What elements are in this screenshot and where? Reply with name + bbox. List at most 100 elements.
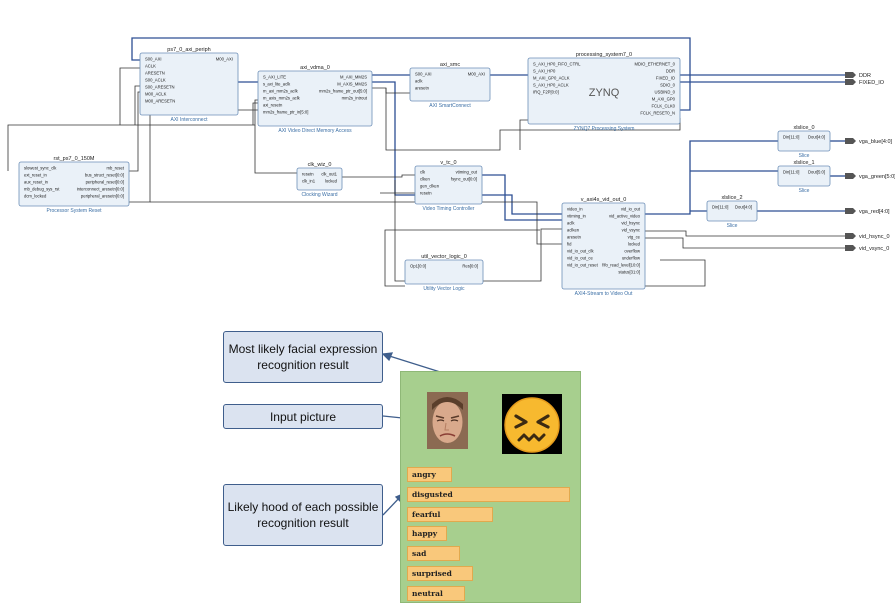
block-subtitle-util: Utility Vector Logic <box>423 286 465 292</box>
block-rst[interactable] <box>18 161 130 207</box>
port-rst-in: dcm_locked <box>24 194 47 199</box>
block-vdma[interactable] <box>257 70 373 127</box>
block-smc[interactable] <box>409 67 491 102</box>
port-ps7-in: S_AXI_HP0 <box>533 69 556 74</box>
block-subtitle-vout: AXI4-Stream to Video Out <box>575 291 633 297</box>
block-interconnect[interactable] <box>139 52 239 116</box>
port-vdma-out: mm2s_frame_ptr_out[5:0] <box>319 89 367 94</box>
port-arrow-vga-red <box>845 208 856 214</box>
port-smc-in: aclk <box>415 79 423 84</box>
port-vdma-out: M_AXIS_MM2S <box>337 82 367 87</box>
port-vtc-in: clken <box>420 177 430 182</box>
port-smc-in: aresetn <box>415 86 430 91</box>
port-vdma-in: mm2s_frame_ptr_in[5:0] <box>263 110 308 115</box>
port-interconnect-in: M00_ACLK <box>145 92 167 97</box>
port-rst-out: peripheral_reset[0:0] <box>86 180 124 185</box>
port-ps7-in: S_AXI_HP0_FIFO_CTRL <box>533 62 581 67</box>
port-slice2-in: Din[11:0] <box>712 205 728 210</box>
port-arrow-vga-blue <box>845 138 856 144</box>
block-slice1[interactable] <box>777 165 831 187</box>
block-vout[interactable] <box>561 202 646 290</box>
port-interconnect-in: S00_ACLK <box>145 78 166 83</box>
likelihood-bar-happy: happy <box>407 526 447 542</box>
port-vout-in: aclk <box>567 221 575 226</box>
port-vdma-in: m_axis_mm2s_aclk <box>263 96 301 101</box>
block-subtitle-smc: AXI SmartConnect <box>429 103 471 109</box>
block-title-util: util_vector_logic_0 <box>421 254 467 260</box>
port-vout-out: vid_hsync <box>621 221 640 226</box>
port-slice1-in: Din[11:0] <box>783 170 799 175</box>
likelihood-bar-disgusted: disgusted <box>407 486 570 502</box>
port-rst-in: ext_reset_in <box>24 173 47 178</box>
block-subtitle-rst: Processor System Reset <box>46 208 102 214</box>
port-vtc-in: gen_clken <box>420 184 440 189</box>
port-vout-in: video_in <box>567 207 583 212</box>
port-ps7-out: DDR <box>666 69 675 74</box>
port-arrow-vid-hsync <box>845 233 856 239</box>
port-arrow-vga-green <box>845 173 856 179</box>
port-ps7-in: IRQ_F2P[0:0] <box>533 90 559 95</box>
external-port-label: vga_green[5:0] <box>859 174 895 180</box>
port-util-in: Op1[0:0] <box>410 264 426 269</box>
block-title-smc: axi_smc <box>440 62 460 68</box>
port-clk-out: clk_out1 <box>321 172 337 177</box>
port-vout-out: vtg_ce <box>628 235 641 240</box>
block-title-ps7: processing_system7_0 <box>576 52 632 58</box>
port-vout-in: fid <box>567 242 572 247</box>
port-vdma-in: axi_resetn <box>263 103 283 108</box>
port-vout-out: vid_io_out <box>621 207 641 212</box>
port-arrow-fixed-io <box>845 79 856 85</box>
block-title-vout: v_axi4s_vid_out_0 <box>581 197 627 203</box>
callout-most-likely: Most likely facial expression recognitio… <box>223 331 383 383</box>
block-title-clk: clk_wiz_0 <box>308 162 332 168</box>
port-vtc-in: resetn <box>420 191 432 196</box>
external-port-label: FIXED_IO <box>859 80 885 86</box>
external-port-label: DDR <box>859 73 871 79</box>
port-ps7-out: FCLK_RESET0_N <box>640 111 675 116</box>
port-ps7-out: M_AXI_GP0 <box>652 97 676 102</box>
block-subtitle-vdma: AXI Video Direct Memory Access <box>278 128 352 134</box>
block-slice2[interactable] <box>706 200 758 222</box>
external-port-label: vid_hsync_0 <box>859 234 890 240</box>
callout-input-picture-text: Input picture <box>269 409 337 424</box>
block-clk[interactable] <box>296 167 343 191</box>
block-title-slice1: xlslice_1 <box>793 160 814 166</box>
port-clk-in: clk_in1 <box>302 179 316 184</box>
port-vout-in: vid_io_out_reset <box>567 263 599 268</box>
port-vout-in: vtiming_in <box>567 214 587 219</box>
external-port-label: vga_blue[4:0] <box>859 139 892 145</box>
port-slice0-in: Din[11:0] <box>783 135 799 140</box>
callout-most-likely-text: Most likely facial expression recognitio… <box>228 342 378 372</box>
block-title-vdma: axi_vdma_0 <box>300 65 330 71</box>
port-vout-out: status[31:0] <box>618 270 640 275</box>
port-slice0-out: Dout[4:0] <box>808 135 825 140</box>
block-title-rst: rst_ps7_0_150M <box>54 156 95 162</box>
port-ps7-out: FCLK_CLK0 <box>651 104 675 109</box>
likelihood-bar-surprised: surprised <box>407 566 473 581</box>
block-subtitle-slice2: Slice <box>727 223 738 229</box>
port-vdma-in: m_axi_mm2s_aclk <box>263 89 299 94</box>
block-util[interactable] <box>404 259 484 285</box>
block-subtitle-clk: Clocking Wizard <box>301 192 337 198</box>
port-ps7-out: MDIO_ETHERNET_0 <box>635 62 676 67</box>
likelihood-bar-angry: angry <box>407 467 452 482</box>
port-vout-out: vid_active_video <box>609 214 641 219</box>
likelihood-bar-fearful: fearful <box>407 506 493 522</box>
block-subtitle-slice0: Slice <box>799 153 810 159</box>
callout-likelihood: Likely hood of each possible recognition… <box>223 484 383 546</box>
port-vtc-out: vtiming_out <box>456 170 478 175</box>
port-clk-in: resetn <box>302 172 314 177</box>
port-vout-in: vid_io_out_clk <box>567 249 594 254</box>
port-slice2-out: Dout[4:0] <box>735 205 752 210</box>
block-slice0[interactable] <box>777 130 831 152</box>
port-vdma-in: S_AXI_LITE <box>263 75 286 80</box>
port-rst-in: aux_reset_in <box>24 180 49 185</box>
port-vout-out: locked <box>628 242 641 247</box>
block-subtitle-vtc: Video Timing Controller <box>423 206 475 212</box>
block-vtc[interactable] <box>414 165 483 205</box>
port-vdma-out: mm2s_introut <box>342 96 368 101</box>
port-vout-out: fifo_read_level[10:0] <box>602 263 640 268</box>
block-ps7[interactable] <box>527 57 681 125</box>
port-interconnect-in: M00_ARESETN <box>145 99 175 104</box>
external-port-label: vga_red[4:0] <box>859 209 890 215</box>
